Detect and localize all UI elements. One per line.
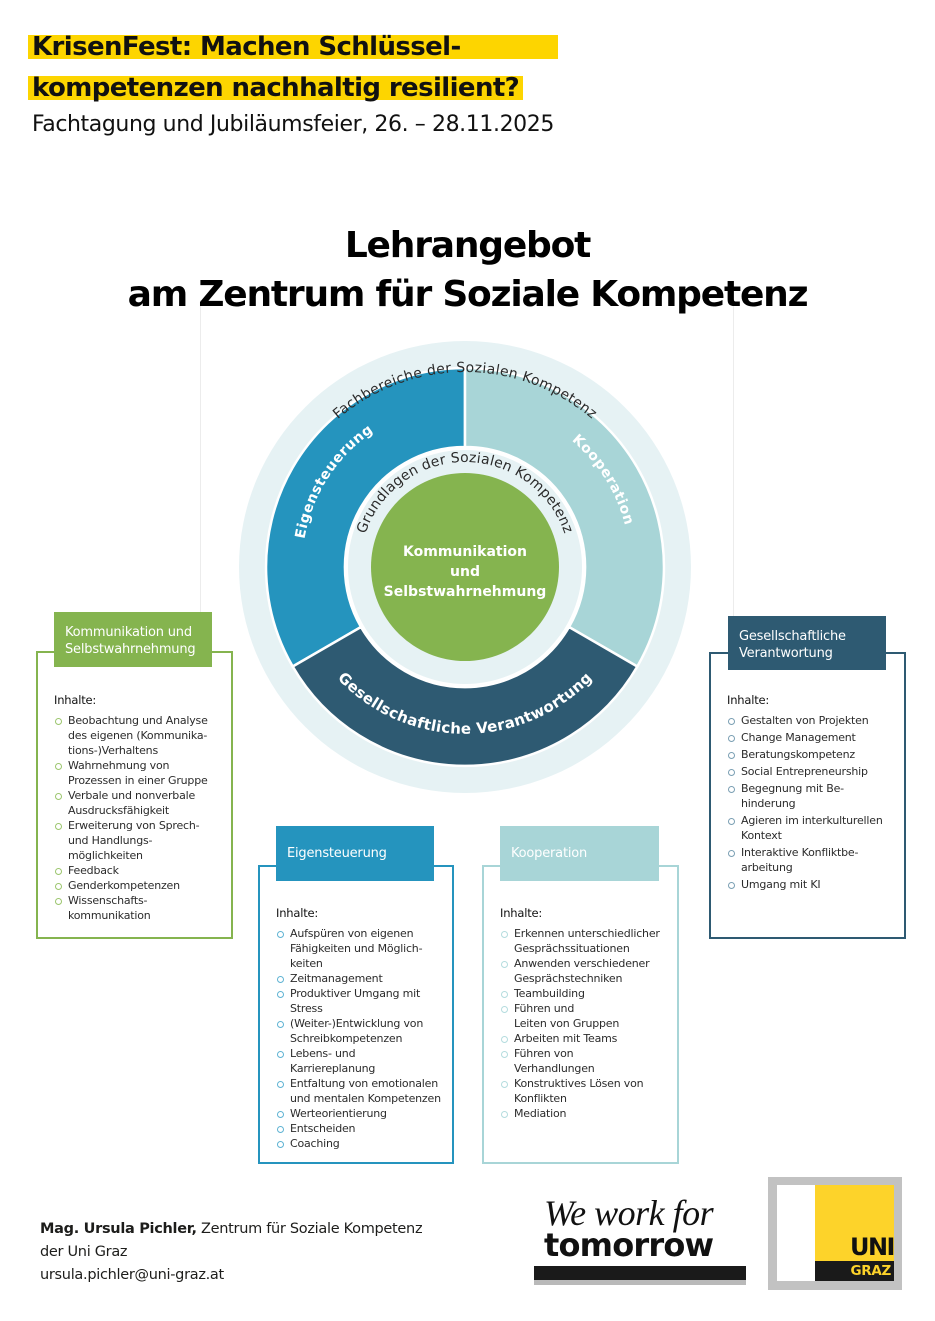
list-item: Social Entrepreneurship xyxy=(727,764,894,779)
box-header-gesellschaft: Gesellschaftliche Verantwortung xyxy=(728,616,886,670)
segment-gesellschaftliche-verantwortung xyxy=(290,625,640,768)
event-headline-line1: KrisenFest: Machen Schlüssel- xyxy=(28,32,558,62)
box-gesellschaftliche-verantwortung: Inhalte: Gestalten von Projekten Change … xyxy=(709,652,906,939)
box-title-line1: Kommunikation und xyxy=(65,625,192,640)
list-item: Genderkompetenzen xyxy=(54,878,221,893)
list-kooperation: Erkennen unterschiedlicher Gesprächssitu… xyxy=(500,926,667,1121)
list-item: Change Management xyxy=(727,730,894,745)
logo-graz-text: GRAZ xyxy=(850,1263,891,1279)
contact-org-line2: der Uni Graz xyxy=(40,1244,128,1260)
list-item: Entfaltung von emotionalen und mentalen … xyxy=(276,1076,442,1106)
list-item: Lebens- und Karriereplanung xyxy=(276,1046,442,1076)
center-label-line2: und xyxy=(450,564,480,580)
list-item: Beratungskompetenz xyxy=(727,747,894,762)
slogan-logo: We work for tomorrow xyxy=(534,1192,746,1290)
list-item: Aufspüren von eigenen Fähigkeiten und Mö… xyxy=(276,926,442,971)
list-item: Feedback xyxy=(54,863,221,878)
logo-graz-bar xyxy=(815,1261,894,1281)
box-title-line2: Verantwortung xyxy=(739,646,833,661)
event-headline-line2: kompetenzen nachhaltig resilient? xyxy=(28,73,524,103)
center-label-line3: Selbstwahrnehmung xyxy=(384,584,547,600)
box-eigensteuerung: Inhalte: Aufspüren von eigenen Fähigkeit… xyxy=(258,865,454,1164)
list-item: Interaktive Konfliktbe- arbeitung xyxy=(727,845,894,875)
uni-graz-logo: UNI GRAZ xyxy=(768,1177,902,1290)
inhalte-label: Inhalte: xyxy=(727,693,770,707)
box-header-eigensteuerung: Eigensteuerung xyxy=(276,826,434,881)
box-title-line1: Gesellschaftliche xyxy=(739,629,846,644)
contact-name: Mag. Ursula Pichler, xyxy=(40,1221,197,1237)
box-kommunikation: Inhalte: Beobachtung und Analyse des eig… xyxy=(36,651,233,939)
center-circle xyxy=(371,473,559,661)
list-item: Mediation xyxy=(500,1106,667,1121)
list-item: Wahrnehmung von Prozessen in einer Grupp… xyxy=(54,758,221,788)
box-kooperation: Inhalte: Erkennen unterschiedlicher Gesp… xyxy=(482,865,679,1164)
contact-email[interactable]: ursula.pichler@uni-graz.at xyxy=(40,1267,224,1283)
list-item: Werteorientierung xyxy=(276,1106,442,1121)
slogan-line1: We work for xyxy=(544,1193,714,1233)
list-item: Führen von Verhandlungen xyxy=(500,1046,667,1076)
guide-line-left xyxy=(200,300,201,720)
center-label-line1: Kommunikation xyxy=(403,544,527,560)
inhalte-label: Inhalte: xyxy=(276,906,319,920)
list-item: (Weiter-)Entwicklung von Schreibkompeten… xyxy=(276,1016,442,1046)
page-title-line2: am Zentrum für Soziale Kompetenz xyxy=(127,274,809,315)
segment-eigensteuerung xyxy=(264,366,467,669)
contact-block: Mag. Ursula Pichler, Zentrum für Soziale… xyxy=(40,1218,423,1287)
guide-line-right xyxy=(733,300,734,720)
slogan-line2: tomorrow xyxy=(544,1226,714,1264)
competence-donut-diagram: Fachbereiche der Sozialen Kompetenz Grun… xyxy=(239,341,691,793)
slogan-bar-shadow xyxy=(534,1280,746,1285)
list-kommunikation: Beobachtung und Analyse des eigenen (Kom… xyxy=(54,713,221,923)
segment-kooperation xyxy=(463,366,666,669)
list-item: Anwenden verschiedener Gesprächstechnike… xyxy=(500,956,667,986)
list-item: Verbale und nonverbale Ausdrucksfähigkei… xyxy=(54,788,221,818)
list-item: Gestalten von Projekten xyxy=(727,713,894,728)
logo-uni-text: UNI xyxy=(849,1233,896,1261)
inhalte-label: Inhalte: xyxy=(54,693,97,707)
box-header-kooperation: Kooperation xyxy=(500,826,659,881)
list-item: Agieren im interkulturellen Kontext xyxy=(727,813,894,843)
slogan-bar xyxy=(534,1266,746,1280)
list-item: Coaching xyxy=(276,1136,442,1151)
box-title: Eigensteuerung xyxy=(287,846,387,861)
list-item: Umgang mit KI xyxy=(727,877,894,892)
page-title-line1: Lehrangebot xyxy=(344,225,592,266)
box-title-line2: Selbstwahrnehmung xyxy=(65,642,196,657)
list-item: Konstruktives Lösen von Konflikten xyxy=(500,1076,667,1106)
list-item: Erkennen unterschiedlicher Gesprächssitu… xyxy=(500,926,667,956)
list-item: Produktiver Umgang mit Stress xyxy=(276,986,442,1016)
logo-white-panel xyxy=(777,1185,815,1281)
box-header-kommunikation: Kommunikation und Selbstwahrnehmung xyxy=(54,612,212,667)
list-item: Führen und Leiten von Gruppen xyxy=(500,1001,667,1031)
list-item: Entscheiden xyxy=(276,1121,442,1136)
box-title: Kooperation xyxy=(511,846,588,861)
event-subline: Fachtagung und Jubiläumsfeier, 26. – 28.… xyxy=(32,112,554,137)
list-item: Teambuilding xyxy=(500,986,667,1001)
list-item: Beobachtung und Analyse des eigenen (Kom… xyxy=(54,713,221,758)
list-item: Zeitmanagement xyxy=(276,971,442,986)
contact-org: Zentrum für Soziale Kompetenz xyxy=(196,1221,423,1237)
list-eigensteuerung: Aufspüren von eigenen Fähigkeiten und Mö… xyxy=(276,926,442,1151)
list-item: Wissenschafts- kommunikation xyxy=(54,893,221,923)
list-item: Arbeiten mit Teams xyxy=(500,1031,667,1046)
list-item: Erweiterung von Sprech- und Handlungs- m… xyxy=(54,818,221,863)
list-gesellschaft: Gestalten von Projekten Change Managemen… xyxy=(727,713,894,892)
list-item: Begegnung mit Be- hinderung xyxy=(727,781,894,811)
inhalte-label: Inhalte: xyxy=(500,906,543,920)
